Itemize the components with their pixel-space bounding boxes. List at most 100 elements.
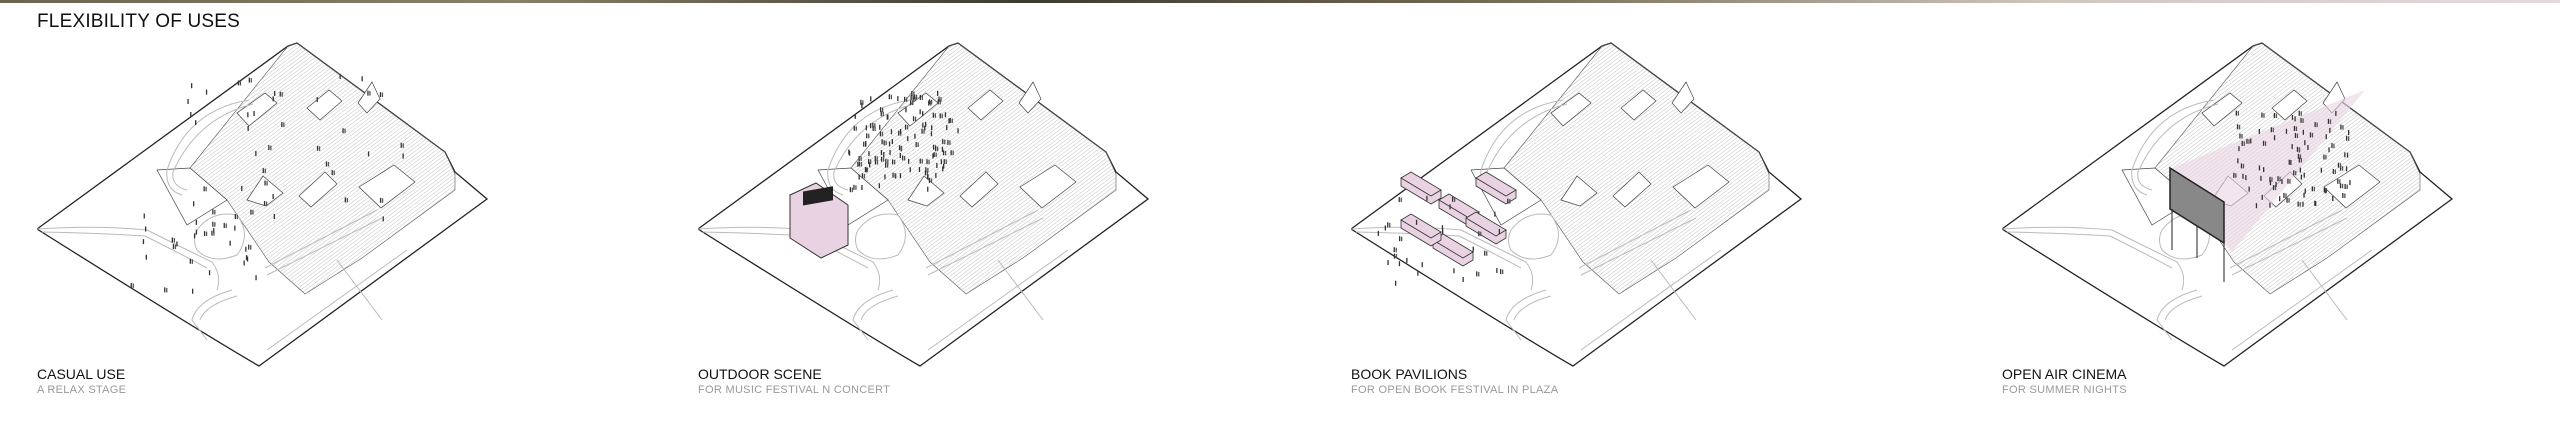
person-figure [1484, 250, 1486, 256]
person-figure [1494, 211, 1496, 217]
person-figure [174, 244, 177, 250]
person-figure [263, 201, 266, 206]
person-figure [899, 173, 902, 179]
person-figure [858, 174, 860, 180]
person-figure [2316, 122, 2318, 128]
person-figure [325, 161, 328, 167]
person-figure [928, 159, 930, 165]
person-figure [346, 197, 348, 203]
person-figure [926, 170, 929, 176]
person-figure [885, 162, 887, 168]
person-figure [935, 152, 937, 158]
person-figure [2263, 113, 2265, 118]
person-figure [865, 167, 867, 173]
person-figure [1462, 277, 1464, 282]
person-figure [2297, 153, 2300, 159]
person-figure [203, 231, 206, 237]
person-figure [205, 231, 208, 237]
person-figure [2325, 134, 2327, 140]
person-figure [848, 150, 851, 156]
person-figure [2258, 165, 2261, 171]
person-figure [2275, 113, 2277, 118]
person-figure [2339, 179, 2341, 184]
person-figure [1421, 262, 1423, 268]
person-figure [193, 201, 195, 207]
person-figure [272, 96, 274, 102]
person-figure [344, 128, 346, 134]
person-figure [880, 150, 883, 155]
person-figure [940, 97, 942, 102]
person-figure [1498, 228, 1500, 234]
person-figure [1500, 269, 1502, 275]
person-figure [857, 161, 859, 167]
person-figure [934, 113, 936, 118]
person-figure [851, 187, 853, 193]
person-figure [865, 125, 867, 131]
person-figure [932, 144, 935, 150]
person-figure [316, 97, 318, 103]
person-figure [367, 151, 370, 157]
person-figure [2335, 110, 2337, 116]
person-figure [2272, 127, 2274, 133]
person-figure [2307, 145, 2309, 150]
person-figure [899, 153, 901, 158]
stage-crowd [803, 186, 833, 206]
person-figure [274, 91, 276, 96]
person-figure [952, 150, 954, 156]
person-figure [2329, 127, 2331, 133]
person-figure [2329, 119, 2332, 124]
person-figure [2260, 175, 2262, 181]
book-pavilion [1400, 213, 1442, 247]
person-figure [2271, 177, 2273, 182]
person-figure [2295, 170, 2297, 176]
person-figure [250, 245, 252, 250]
person-figure [1400, 197, 1402, 203]
person-figure [898, 145, 901, 151]
person-figure [870, 123, 872, 129]
person-figure [2293, 170, 2295, 176]
person-figure [883, 152, 885, 157]
person-figure [917, 142, 919, 147]
person-figure [2332, 196, 2334, 201]
person-figure [191, 83, 193, 89]
person-figure [868, 151, 870, 157]
person-figure [861, 185, 863, 190]
person-figure [2264, 141, 2267, 146]
person-figure [924, 170, 927, 176]
person-figure [145, 226, 147, 232]
person-figure [1387, 222, 1389, 228]
person-figure [145, 254, 147, 260]
person-figure [2281, 179, 2283, 184]
person-figure [906, 125, 909, 130]
person-figure [928, 100, 930, 106]
person-figure [861, 103, 863, 109]
person-figure [2314, 200, 2316, 206]
person-figure [2291, 144, 2293, 150]
person-figure [891, 139, 893, 144]
person-figure [876, 156, 878, 161]
person-figure [2273, 135, 2276, 141]
person-figure [1478, 271, 1480, 277]
person-figure [2255, 203, 2258, 209]
page-title: FLEXIBILITY OF USES [37, 11, 241, 32]
person-figure [957, 128, 959, 134]
person-figure [1398, 197, 1400, 203]
person-figure [863, 173, 866, 179]
person-figure [1480, 231, 1482, 237]
person-figure [1401, 236, 1403, 242]
person-figure [879, 124, 881, 130]
person-figure [2296, 133, 2299, 138]
person-figure [931, 99, 933, 105]
person-figure [870, 159, 872, 164]
person-figure [860, 99, 862, 105]
person-figure [266, 181, 268, 186]
person-figure [2287, 178, 2289, 184]
person-figure [860, 162, 863, 167]
person-figure [2293, 126, 2296, 131]
person-figure [255, 275, 257, 281]
person-figure [2258, 129, 2260, 134]
person-figure [223, 223, 225, 228]
person-figure [2298, 110, 2300, 116]
person-figure [935, 146, 937, 152]
person-figure [888, 141, 891, 147]
